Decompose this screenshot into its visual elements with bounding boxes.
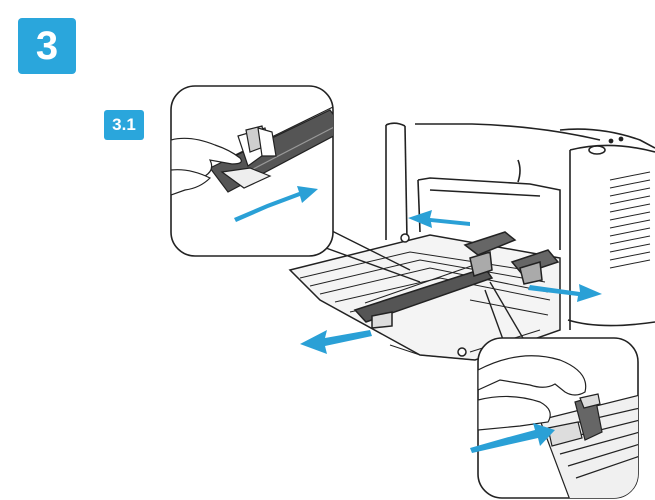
arrow-left-icon (408, 210, 470, 228)
arrow-front-icon (300, 330, 372, 354)
callout-bottom (470, 338, 640, 500)
callout-top (171, 86, 345, 256)
